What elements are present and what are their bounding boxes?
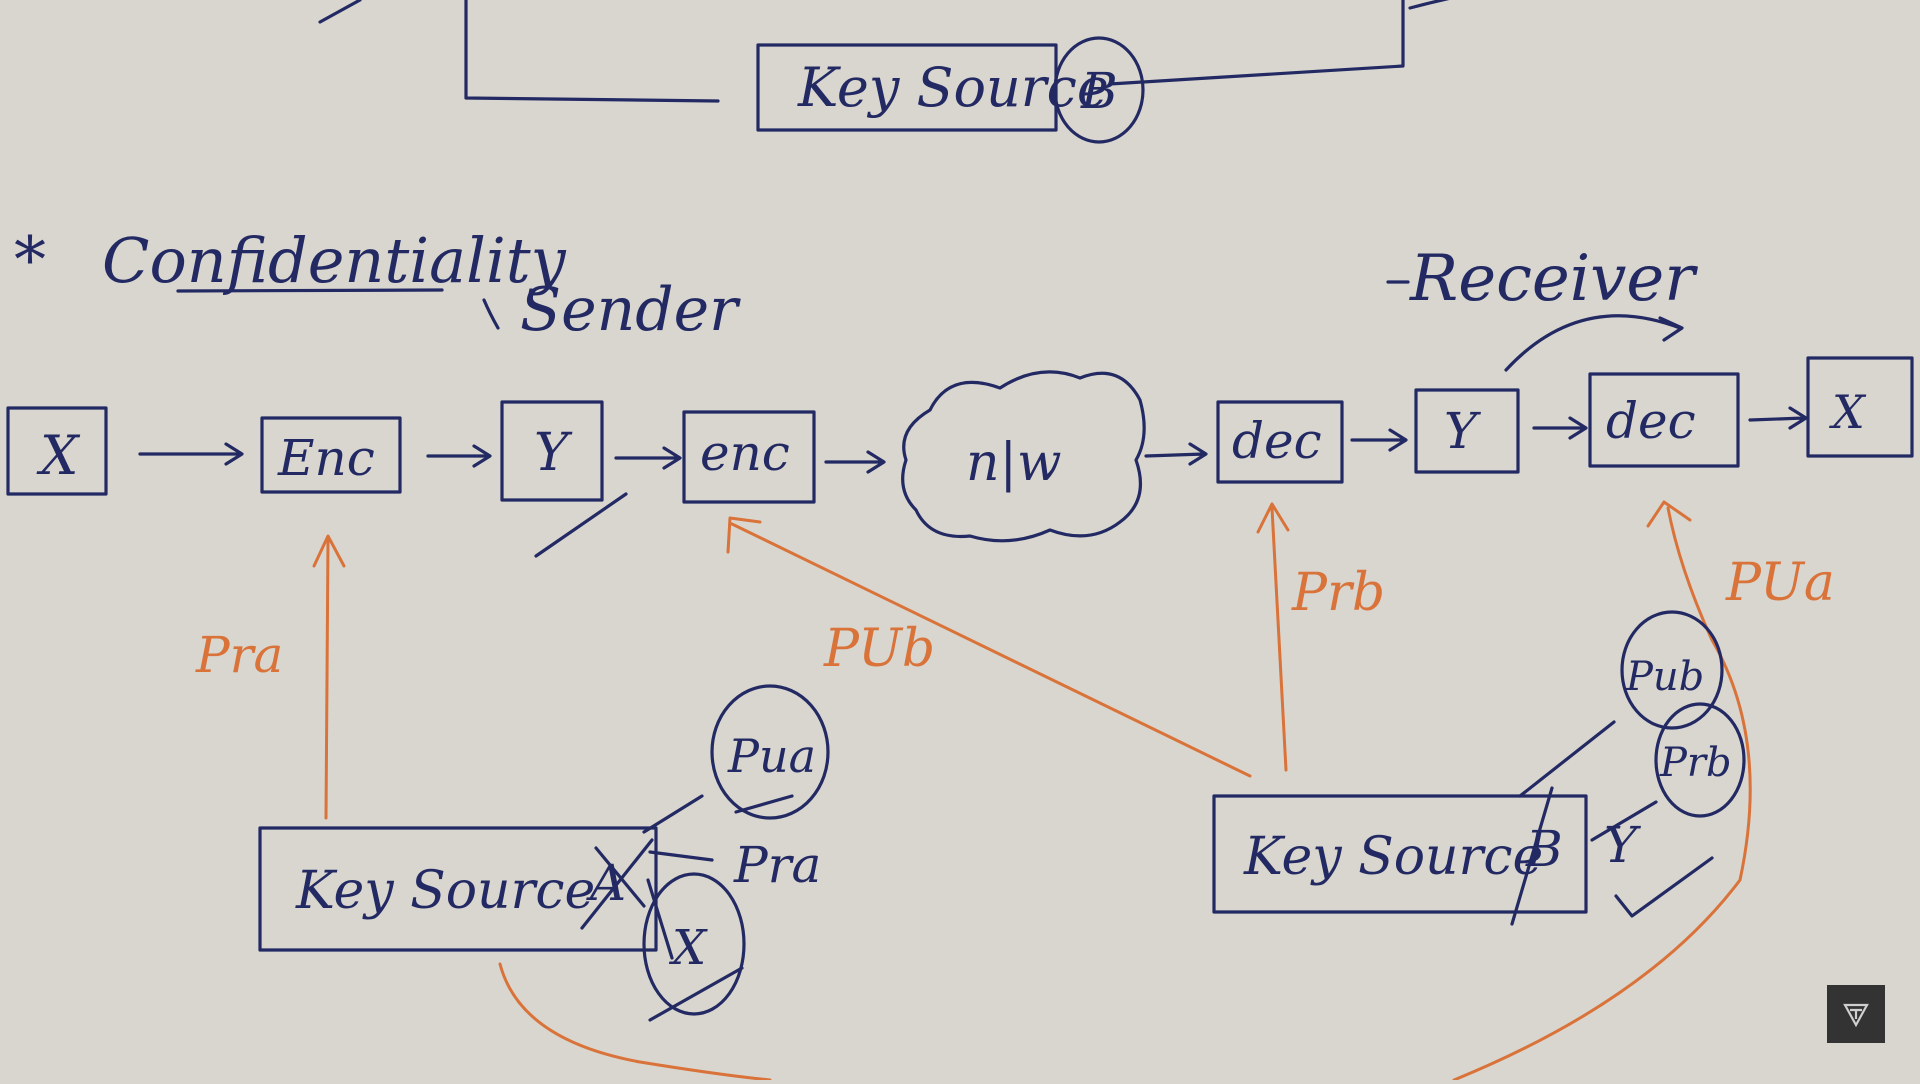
heading-underline (176, 288, 444, 293)
sender-label: Sender (520, 275, 741, 345)
top-right-line (1108, 0, 1405, 86)
arrow-x-to-enc1 (138, 442, 244, 466)
y1-box (500, 400, 604, 502)
encryption-chain: X Enc Y enc n|w dec Y dec X (6, 314, 1914, 558)
left-pua-label: Pua (727, 729, 816, 783)
right-prb-circle (1654, 702, 1746, 818)
right-y-mark: Y (1604, 816, 1641, 874)
top-left-bracket (464, 0, 720, 103)
left-x-label: X (668, 920, 708, 976)
receiver-label: Receiver (1409, 242, 1698, 316)
top-key-source-label: Key Source (797, 56, 1109, 119)
x-output-label: X (1829, 385, 1867, 439)
left-orange-return-curve (498, 962, 772, 1082)
enc1-label: Enc (277, 429, 375, 487)
network-label: n|w (966, 433, 1062, 493)
arrow-dec2-to-x (1748, 406, 1808, 430)
left-x-circle (642, 872, 746, 1016)
top-key-symbol-circle (1053, 36, 1145, 144)
corner-logo-icon[interactable] (1827, 985, 1885, 1043)
right-key-symbol: B (1525, 820, 1563, 878)
right-key-branch (1590, 800, 1658, 842)
enc2-box (682, 410, 816, 504)
right-pub-circle (1620, 610, 1724, 730)
left-pua-circle (710, 684, 830, 820)
arrow-network-to-dec1 (1144, 442, 1208, 466)
right-prb-circle-label: Prb (1659, 740, 1732, 786)
right-key-source-box (1212, 794, 1588, 914)
arrow-y2-to-dec2 (1532, 416, 1588, 440)
dec1-label: dec (1232, 412, 1322, 470)
left-pra-label: Pra (195, 626, 283, 684)
left-x-strike (648, 966, 744, 1022)
right-checkmark (1614, 856, 1714, 918)
arrow-pua-to-dec2 (1452, 500, 1752, 1082)
dec2-label: dec (1606, 392, 1696, 450)
y1-label: Y (534, 423, 573, 483)
arrow-pra-to-enc1 (312, 534, 346, 820)
enc1-box (260, 416, 402, 494)
top-stray-stroke (318, 0, 362, 24)
right-prb-label: Prb (1291, 563, 1385, 623)
left-pra-circle-label: Pra (733, 836, 821, 894)
y1-strike-stroke (534, 492, 628, 558)
left-pub-label: PUb (823, 619, 935, 679)
top-partial-section: Key Source B (318, 0, 1450, 144)
heading-title: Confidentiality (102, 224, 567, 297)
arrow-y1-to-enc2 (614, 446, 682, 470)
arrow-pub-to-enc2 (726, 516, 1252, 778)
x-input-box (6, 406, 108, 496)
curved-arrow-y2-to-dec2 (1504, 314, 1684, 372)
left-key-section: Pra PUb Key Source A Pua Pra X (195, 516, 1252, 1082)
arrow-enc1-to-y1 (426, 444, 492, 468)
heading-star: * (14, 224, 46, 298)
dec1-box (1216, 400, 1344, 484)
left-key-source-label: Key Source (295, 861, 595, 921)
network-cloud (901, 370, 1146, 543)
right-key-source-label: Key Source (1243, 827, 1543, 887)
left-key-source-box (258, 826, 658, 952)
dec2-box (1588, 372, 1740, 468)
corner-logo-glyph (1843, 1003, 1869, 1028)
enc2-label: enc (700, 424, 790, 482)
arrow-enc2-to-network (824, 450, 886, 474)
x-input-label: X (36, 424, 81, 487)
left-key-symbol-strike (580, 838, 654, 930)
right-key-section: Prb PUa Key Source B Pub Prb Y (1212, 500, 1835, 1082)
y2-box (1414, 388, 1520, 474)
arrow-prb-to-dec1 (1256, 502, 1290, 772)
left-pua-underline (734, 794, 794, 814)
right-key-strikes (1510, 720, 1616, 926)
arrow-dec1-to-y2 (1350, 428, 1408, 452)
top-corner-arc (1408, 0, 1450, 10)
right-pua-label: PUa (1725, 553, 1835, 613)
left-key-symbol: A (586, 854, 626, 912)
x-output-box (1806, 356, 1914, 458)
top-key-symbol: B (1080, 62, 1118, 120)
heading-colon-mark (482, 298, 500, 330)
right-pub-label: Pub (1625, 654, 1704, 700)
left-key-branches (642, 794, 714, 960)
y2-label: Y (1444, 402, 1481, 460)
